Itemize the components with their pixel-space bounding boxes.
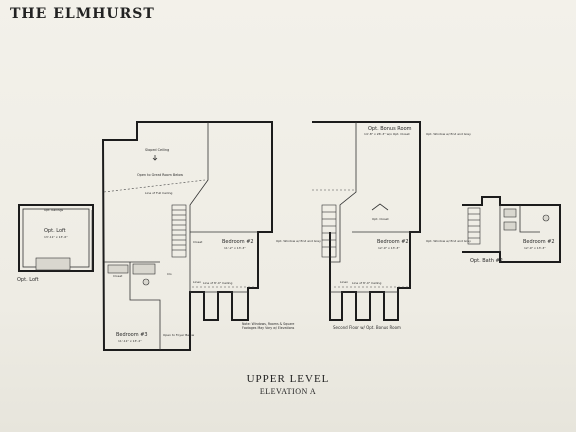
bonus-room-plan: Opt. Bonus Room 14'-8" x 26'-3" w/o Opt.… [312,121,471,330]
bath-stairs [467,207,481,245]
sloped-ceiling-label: Sloped Ceiling [145,148,169,152]
level-heading: UPPER LEVEL [246,373,330,385]
linen-b-label: Linen [340,280,348,284]
bedroom2c-dim: 12'-9" x 13'-3" [524,246,546,250]
main-stairs [171,204,187,258]
bedroom2-dim: 11'-2" x 13'-3" [224,246,246,250]
line-of-full-ceiling-label: Line of Full Ceiling [145,191,172,195]
elevation-subheading: ELEVATION A [259,387,317,396]
opt-window-label: Opt. Window w/ End and Grey [276,239,321,243]
opt-closet-label: Opt. Closet [372,217,390,221]
bedroom2b-label: Bedroom #2 [377,239,409,245]
opt-loft-plan: Opt. Loft 13'-11" x 13'-6" Opt. Railings… [17,204,94,283]
opt-bonus-room-label: Opt. Bonus Room [368,126,412,132]
line-of-ceiling-b-label: Line of 8'-0" Ceiling [352,281,381,285]
opt-loft-caption: Opt. Loft [17,277,39,283]
clo-label: Clo [167,272,172,276]
second-floor-caption: Second Floor w/ Opt. Bonus Room [333,325,401,330]
bedroom2b-dim: 12'-9" x 13'-3" [378,246,400,250]
bonus-stairs [321,204,337,258]
opt-loft-label: Opt. Loft [44,228,66,234]
linen-label: Linen [193,280,201,284]
opt-window-b-label: Opt. Window w/ End and Grey [426,239,471,243]
opt-loft-dim: 13'-11" x 13'-6" [44,235,68,239]
opt-bath-plan: Opt. Bath #2 Bedroom #2 12'-9" x 13'-3" [462,196,561,264]
opt-railings-label: Opt. Railings [44,208,64,212]
square-footage-note: Note: Windows, Rooms & Square Footages M… [242,322,295,330]
opt-window-bonus-label: Opt. Window w/ End and Grey [426,132,471,136]
open-to-foyer-label: Open to Foyer Below [163,333,195,337]
bedroom3-dim: 11'-11" x 13'-2" [118,339,142,343]
plan-title: THE ELMHURST [10,6,155,22]
bedroom3-label: Bedroom #3 [116,332,148,338]
bedroom2c-label: Bedroom #2 [523,239,555,245]
closet-label-2: Closet [113,274,123,278]
open-to-great-room-label: Open to Great Room Below [137,173,183,177]
closet-label: Closet [193,240,203,244]
bedroom2-label: Bedroom #2 [222,239,254,245]
opt-bath2-label: Opt. Bath #2 [470,258,503,264]
line-of-ceiling-label: Line of 8'-0" Ceiling [203,281,232,285]
main-upper-plan: Sloped Ceiling Open to Great Room Below … [101,121,321,351]
bonus-room-dim: 14'-8" x 26'-3" w/o Opt. Closet [364,132,410,136]
